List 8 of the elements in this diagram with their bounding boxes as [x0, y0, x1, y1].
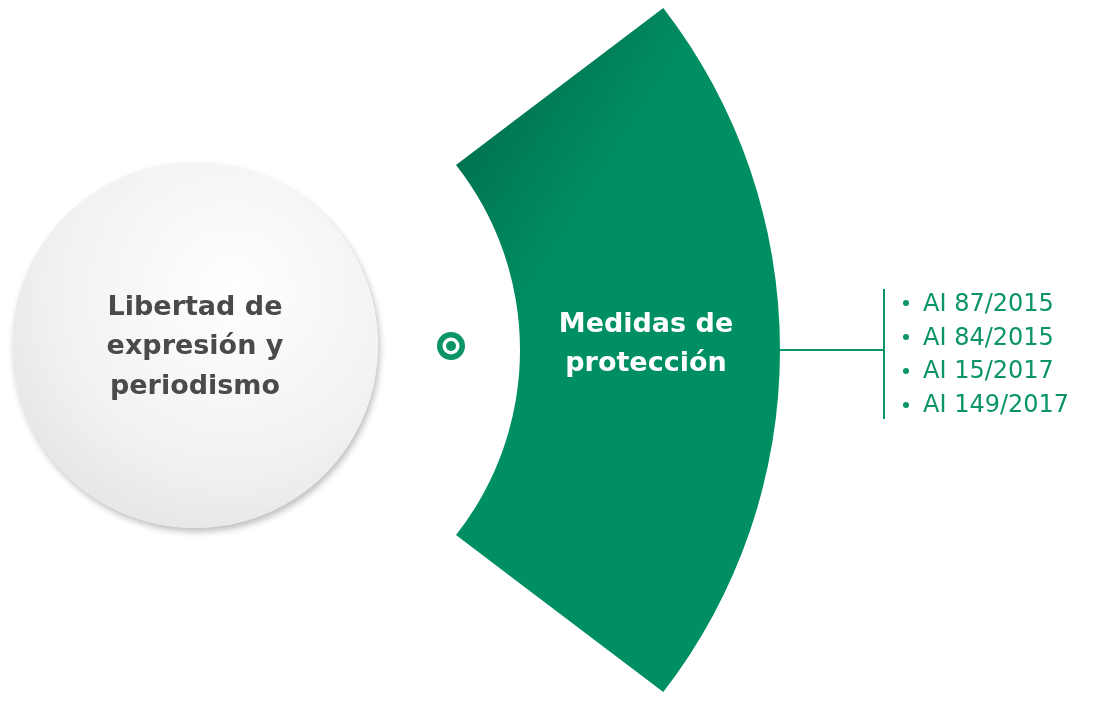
list-item: AI 15/2017 [923, 356, 1054, 386]
list-item: AI 149/2017 [923, 390, 1070, 419]
list-item: AI 87/2015 [923, 289, 1054, 318]
connector-line [779, 349, 884, 351]
bracket-list [883, 289, 1070, 419]
topic-title: Libertad de expresión y periodismo [105, 289, 285, 402]
sector-title: Medidas de protección [557, 306, 735, 380]
list-item: AI 84/2015 [923, 322, 1054, 352]
